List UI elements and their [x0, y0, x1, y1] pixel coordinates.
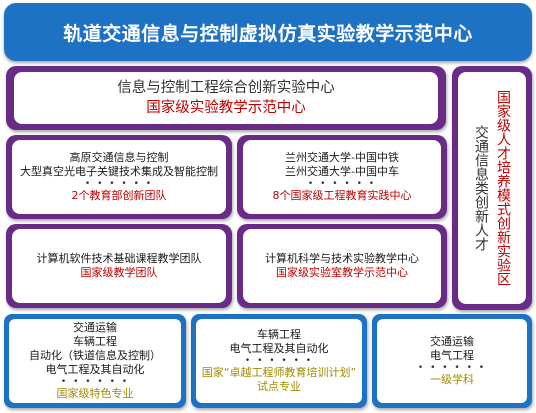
practice-center-box: 兰州交通大学-中国中铁 兰州交通大学-中国中车 • • • • • • 8个国家…	[237, 135, 447, 219]
featured-highlight: 国家级特色专业	[56, 387, 134, 400]
talent-zone-name: 交通信息类创新人才	[473, 125, 489, 251]
discipline-dots: • • • • • •	[417, 363, 487, 373]
team-dots: • • • • • •	[84, 179, 154, 189]
innovation-center-level: 国家级实验教学示范中心	[146, 100, 306, 116]
pilot-major-1: 车辆工程	[257, 328, 301, 341]
lab-center-level: 国家级实验室教学示范中心	[276, 266, 408, 279]
team-line-1: 高原交通信息与控制	[69, 151, 169, 164]
teaching-team-box: 计算机软件技术基础课程教学团队 国家级教学团队	[6, 224, 232, 308]
talent-zone-level: 国家级人才培养模式创新实验区	[495, 90, 511, 286]
practice-line-1: 兰州交通大学-中国中铁	[285, 151, 399, 164]
pilot-highlight-1: 国家“卓越工程师教育培训计划”	[201, 366, 357, 379]
innovation-center-name: 信息与控制工程综合创新实验中心	[117, 80, 335, 96]
lab-center-name: 计算机科学与技术实验教学中心	[265, 252, 419, 265]
discipline-highlight: 一级学科	[430, 373, 474, 386]
discipline-2: 电气工程	[430, 349, 474, 362]
pilot-highlight-2: 试点专业	[257, 380, 301, 393]
major-2: 车辆工程	[73, 335, 117, 348]
major-4: 电气工程及其自动化	[45, 363, 145, 376]
team-line-2: 大型真空光电子关键技术集成及智能控制	[20, 165, 218, 178]
teaching-team-name: 计算机软件技术基础课程教学团队	[36, 252, 202, 265]
featured-majors-box: 交通运输 车辆工程 自动化（铁道信息及控制） 电气工程及其自动化 • • • •…	[4, 314, 186, 408]
page-title: 轨道交通信息与控制虚拟仿真实验教学示范中心	[63, 22, 473, 45]
pilot-major-2: 电气工程及其自动化	[229, 342, 329, 355]
pilot-dots: • • • • • •	[244, 356, 314, 366]
teaching-team-level: 国家级教学团队	[80, 266, 158, 279]
title-bar: 轨道交通信息与控制虚拟仿真实验教学示范中心	[4, 3, 532, 61]
innovation-team-box: 高原交通信息与控制 大型真空光电子关键技术集成及智能控制 • • • • • •…	[6, 135, 232, 219]
discipline-1: 交通运输	[430, 335, 474, 348]
team-highlight: 2个教育部创新团队	[71, 189, 167, 202]
innovation-center-box: 信息与控制工程综合创新实验中心 国家级实验教学示范中心	[6, 66, 446, 130]
lab-center-box: 计算机科学与技术实验教学中心 国家级实验室教学示范中心	[237, 224, 447, 308]
practice-dots: • • • • • •	[307, 179, 377, 189]
practice-line-2: 兰州交通大学-中国中车	[285, 165, 399, 178]
first-level-discipline-box: 交通运输 电气工程 • • • • • • 一级学科	[372, 314, 532, 408]
excellent-engineer-box: 车辆工程 电气工程及其自动化 • • • • • • 国家“卓越工程师教育培训计…	[191, 314, 367, 408]
major-3: 自动化（铁道信息及控制）	[29, 349, 161, 362]
practice-highlight: 8个国家级工程教育实践中心	[272, 189, 412, 202]
major-1: 交通运输	[73, 321, 117, 334]
featured-dots: • • • • • •	[60, 377, 130, 387]
talent-zone-box: 国家级人才培养模式创新实验区 交通信息类创新人才	[452, 66, 532, 310]
